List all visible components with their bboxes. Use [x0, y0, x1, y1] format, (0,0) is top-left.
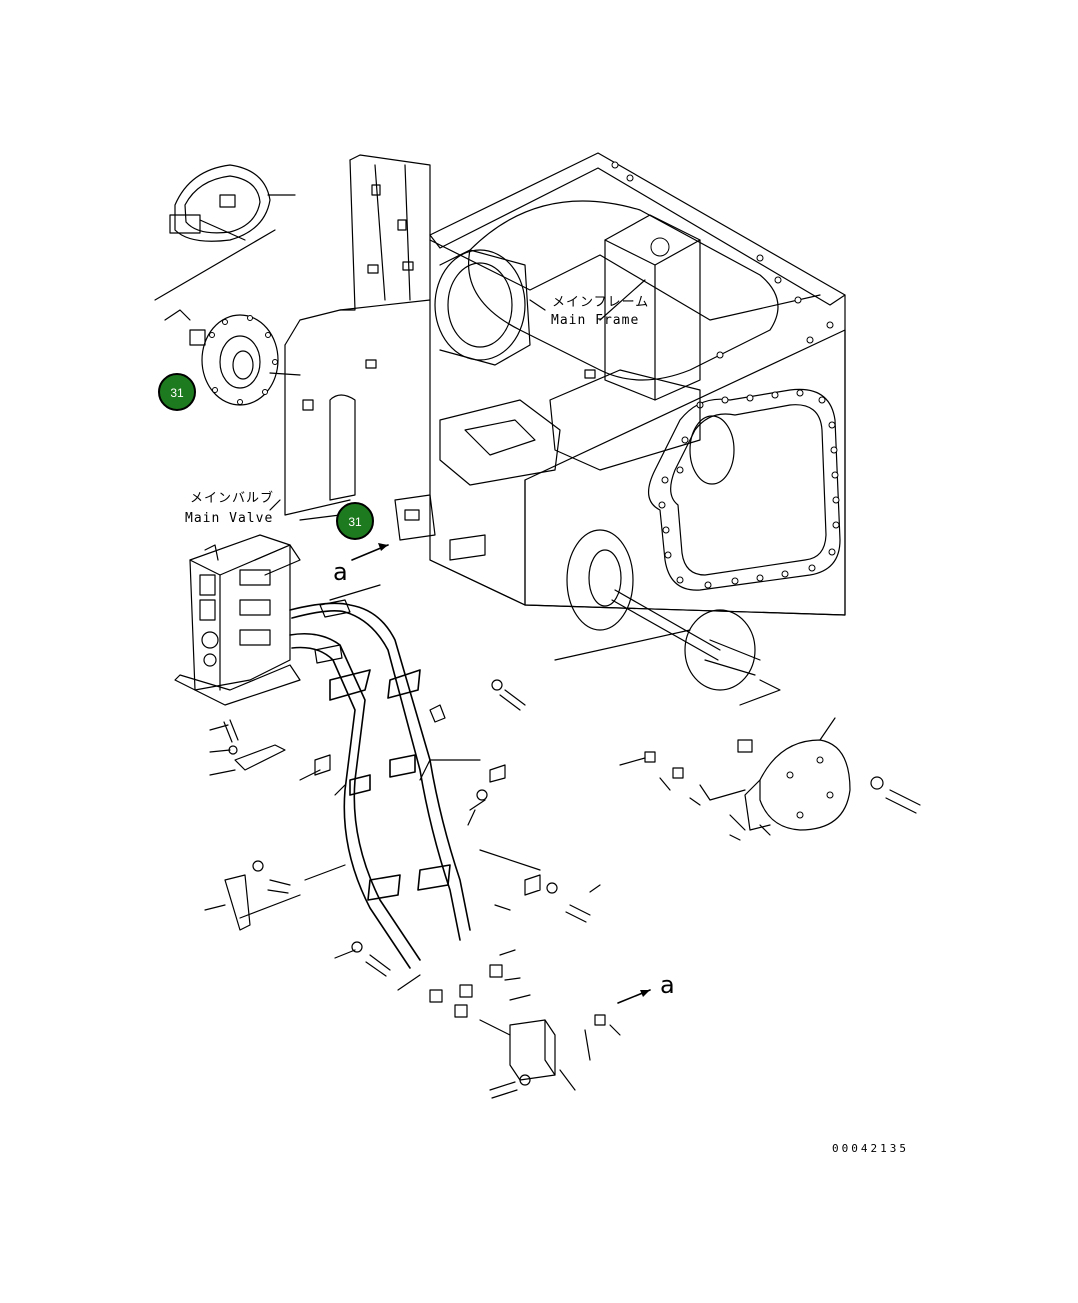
callout-badge-31-upper[interactable]: 31 [158, 373, 196, 411]
callout-badge-31-lower[interactable]: 31 [336, 502, 374, 540]
document-number: 00042135 [832, 1142, 909, 1155]
gasket-bolt-holes [658, 389, 840, 589]
main-valve-drawing [174, 534, 301, 706]
view-a-label-lower: a [660, 971, 675, 999]
main-valve-label-en: Main Valve [185, 511, 273, 526]
view-a-arrow-lower [617, 989, 651, 1004]
callout-number: 31 [170, 386, 184, 400]
main-frame-drawing [284, 152, 846, 616]
hose-lines-drawing [289, 599, 471, 969]
view-a-arrow-upper [351, 543, 389, 561]
callout-circle [158, 373, 196, 411]
main-frame-label-en: Main Frame [551, 313, 639, 328]
main-valve-label-jp: メインバルブ [190, 490, 274, 506]
fasteners-drawing [204, 279, 921, 1099]
view-a-label-upper: a [333, 558, 348, 586]
main-frame-label-jp: メインフレーム [552, 295, 649, 310]
callout-circle [336, 502, 374, 540]
swivel-assembly-drawing [154, 164, 301, 406]
callout-number: 31 [348, 515, 362, 529]
